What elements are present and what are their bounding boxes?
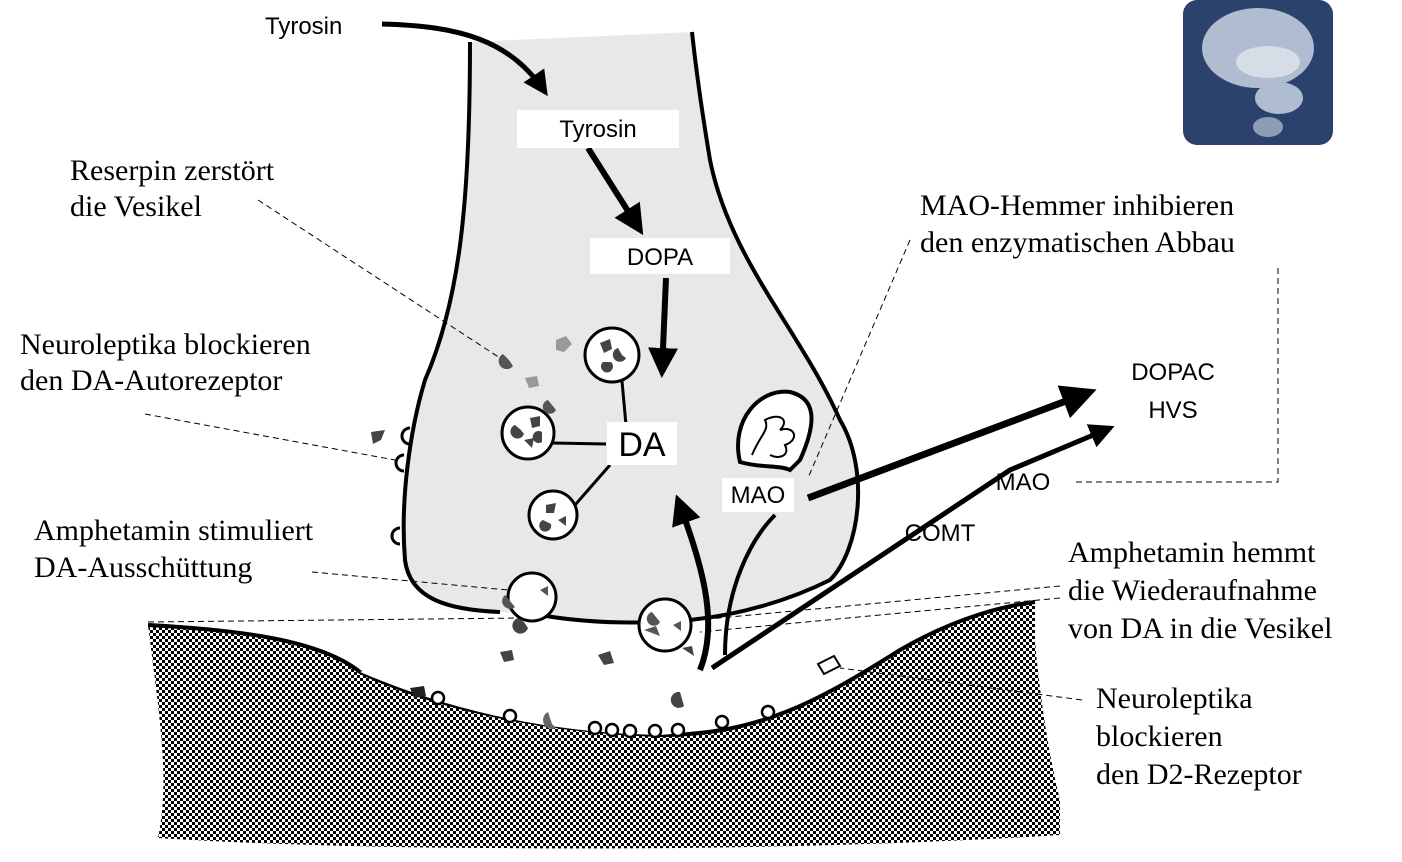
- neuroleptika-auto-line-2: den DA-Autorezeptor: [20, 364, 282, 397]
- comt-mao-arrow: [710, 424, 1115, 671]
- mao-branch-line: [723, 513, 777, 656]
- d2-receptors: [430, 690, 776, 739]
- da-label: DA: [618, 426, 666, 464]
- bound-da-particle: [371, 430, 385, 444]
- dopa-label-box: [590, 238, 730, 274]
- autoreceptors: [390, 426, 411, 546]
- mao-hemmer-line-2: den enzymatischen Abbau: [920, 226, 1235, 259]
- presynaptic-membrane-left: [401, 41, 501, 614]
- reserpin-annotation-line-1: Reserpin zerstört: [70, 154, 275, 187]
- tyrosin-inside-label: Tyrosin: [559, 116, 636, 143]
- amphetamin-hemmt-line-1: Amphetamin hemmt: [1068, 536, 1316, 569]
- dopac-label: DOPAC: [1131, 359, 1215, 386]
- cleft-da-particles: [500, 618, 694, 729]
- neuroleptika-d2-line-1: Neuroleptika: [1096, 682, 1253, 715]
- dopa-label: DOPA: [627, 244, 693, 271]
- synaptic-cleft: [360, 600, 830, 735]
- neuroleptika-d2-line-3: den D2-Rezeptor: [1096, 758, 1302, 791]
- dopa-to-da-arrow: [648, 277, 679, 378]
- amphetamin-hemmt-line-2: die Wiederaufnahme: [1068, 574, 1317, 607]
- mao-to-dopac-arrow: [806, 385, 1097, 502]
- annotation-leader-lines: [144, 199, 1279, 701]
- reserpin-annotation-line-2: die Vesikel: [70, 190, 202, 223]
- mao-inside-label-box: [722, 478, 794, 512]
- tyrosin-to-dopa-arrow: [585, 146, 644, 236]
- amphetamin-stim-line-2: DA-Ausschüttung: [34, 551, 252, 584]
- mao-hemmer-line-1: MAO-Hemmer inhibieren: [920, 189, 1234, 222]
- mao-inside-label: MAO: [731, 482, 786, 509]
- tyrosin-label-box: [517, 110, 679, 148]
- amphetamin-stim-line-1: Amphetamin stimuliert: [34, 514, 314, 547]
- neuroleptika-d2-line-2: blockieren: [1096, 720, 1223, 753]
- mitochondrion: [736, 389, 814, 473]
- tyrosin-outside-label: Tyrosin: [265, 13, 342, 40]
- thought-bubble-icon: [1183, 0, 1333, 145]
- vesicle-da-particles: [510, 339, 626, 532]
- neuroleptika-auto-line-1: Neuroleptika blockieren: [20, 328, 311, 361]
- comt-label: COMT: [905, 520, 976, 547]
- reuptake-arrow: [672, 494, 712, 672]
- da-label-box: [607, 422, 677, 465]
- amphetamin-hemmt-line-3: von DA in die Vesikel: [1068, 612, 1332, 645]
- postsynaptic-neuron: [148, 602, 1060, 849]
- hvs-label: HVS: [1148, 397, 1197, 424]
- bound-receptor-particle-2: [816, 654, 842, 676]
- tyrosin-uptake-arrow: [381, 21, 548, 97]
- presynaptic-terminal: [403, 32, 859, 623]
- bound-receptor-particle: [410, 686, 426, 698]
- da-connectors: [552, 380, 628, 506]
- mao-outside-label: MAO: [996, 469, 1051, 496]
- free-da-particles: [498, 336, 681, 636]
